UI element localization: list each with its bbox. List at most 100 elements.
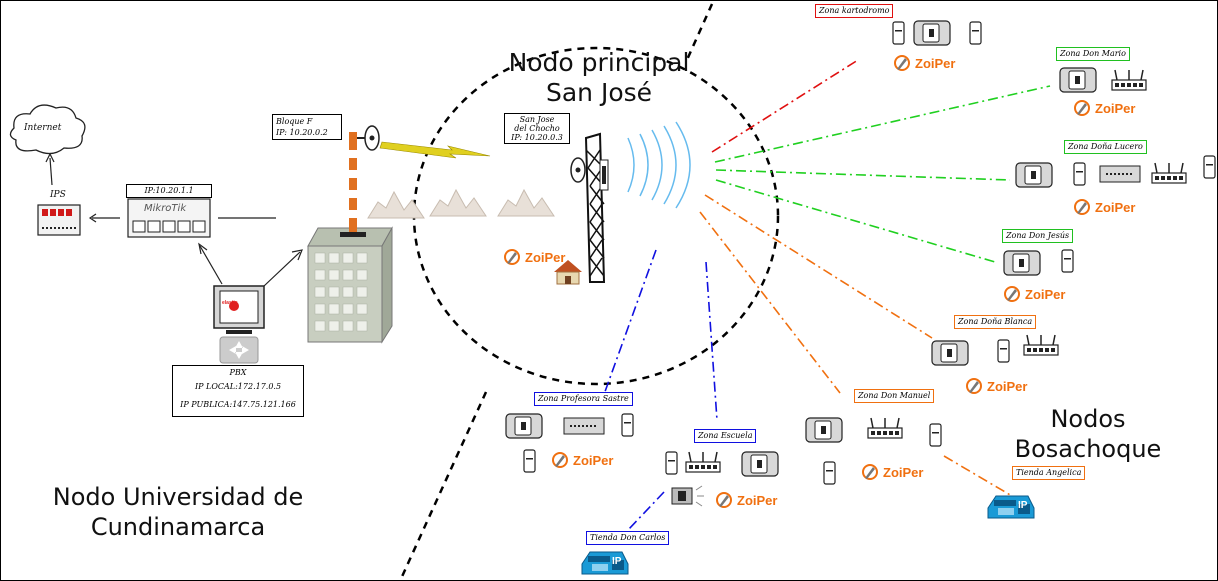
zoiper-label: ZoiPer: [1025, 286, 1066, 302]
mountain-icon: [429, 189, 487, 217]
link-don-mario: [714, 85, 1051, 163]
ata-device-icon: [665, 451, 678, 475]
wifi-router-icon: [1151, 162, 1187, 184]
zone-label-dona-blanca: Zona Doña Blanca: [954, 315, 1037, 329]
pbx-info-box: PBX IP LOCAL:172.17.0.5 IP PUBLICA:147.7…: [172, 365, 304, 417]
zoiper-badge: ZoiPer: [894, 53, 955, 73]
pbx-title: PBX: [229, 368, 247, 377]
wifi-router-icon: [1023, 334, 1059, 356]
link-tienda-don-carlos: [627, 491, 665, 531]
zone-label-escuela: Zona Escuela: [694, 429, 757, 443]
link-profesora-sastre: [601, 249, 657, 401]
zoiper-icon: [1074, 199, 1090, 215]
zoiper-icon: [1074, 100, 1090, 116]
radio-antenna-icon: [913, 20, 951, 46]
pbx-public-ip: IP PUBLICA:147.75.121.166: [180, 400, 296, 409]
zoiper-badge: ZoiPer: [716, 490, 777, 510]
internet-cloud-icon: [9, 104, 86, 155]
title-main-node: Nodo principal San José: [508, 48, 690, 107]
elastix-logo-text: elastix: [222, 300, 238, 306]
radio-antenna-icon: [1015, 162, 1053, 188]
wireless-waves: [627, 121, 691, 209]
ata-device-icon: [997, 339, 1010, 363]
zoiper-badge: ZoiPer: [966, 376, 1027, 396]
zoiper-icon: [966, 378, 982, 394]
zone-label-don-manuel: Zona Don Manuel: [854, 389, 935, 403]
zone-label-tienda-angelica: Tienda Angelica: [1012, 466, 1086, 480]
zoiper-badge: ZoiPer: [1074, 98, 1135, 118]
switch-icon: [1099, 165, 1141, 183]
zoiper-badge: ZoiPer: [504, 247, 565, 267]
zoiper-label: ZoiPer: [525, 249, 566, 265]
zoiper-label: ZoiPer: [573, 452, 614, 468]
title-university-node: Nodo Universidad de Cundinamarca: [52, 483, 304, 541]
link-kartodromo: [711, 59, 859, 153]
link-dona-lucero: [715, 169, 1011, 181]
zoiper-icon: [862, 464, 878, 480]
link-internet: [49, 157, 53, 186]
ata-device-icon: [1061, 249, 1074, 273]
link-don-jesus: [715, 179, 996, 263]
wifi-router-icon: [1111, 69, 1147, 91]
zone-label-don-jesus: Zona Don Jesús: [1002, 229, 1074, 243]
ata-device-icon: [823, 461, 836, 485]
radio-antenna-icon: [1059, 67, 1097, 93]
camera-icon: [671, 485, 704, 507]
ata-device-icon: [1203, 155, 1216, 179]
ata-device-icon: [929, 423, 942, 447]
ips-device-icon: [37, 204, 81, 236]
san-jose-name: San Jose: [519, 115, 555, 124]
ata-device-icon: [892, 21, 905, 45]
ata-device-icon: [621, 413, 634, 437]
ata-device-icon: [523, 449, 536, 473]
tower-bloque-f-icon: [340, 125, 380, 237]
mountain-icon: [367, 191, 425, 219]
region-boundary: [684, 3, 714, 63]
zoiper-icon: [1004, 286, 1020, 302]
san-jose-label: San Jose del Chocho IP: 10.20.0.3: [504, 113, 570, 144]
link-escuela: [705, 261, 718, 421]
ip-phone-label: IP: [612, 556, 622, 567]
zoiper-badge: ZoiPer: [552, 450, 613, 470]
bloque-f-ip: IP: 10.20.0.2: [276, 128, 328, 137]
mikrotik-router-icon: [127, 198, 211, 238]
internet-label: Internet: [24, 123, 62, 133]
zone-label-tienda-don-carlos: Tienda Don Carlos: [586, 531, 670, 545]
zoiper-badge: ZoiPer: [1004, 284, 1065, 304]
radio-antenna-icon: [1003, 250, 1041, 276]
zone-label-dona-lucero: Zona Doña Lucero: [1064, 140, 1147, 154]
zoiper-badge: ZoiPer: [862, 462, 923, 482]
ip-phone-label: IP: [1018, 500, 1028, 511]
region-boundary: [398, 391, 488, 581]
wifi-router-icon: [867, 417, 903, 439]
pbx-server-icon: [213, 285, 265, 364]
link-don-manuel: [699, 211, 841, 394]
radio-antenna-icon: [931, 340, 969, 366]
zoiper-label: ZoiPer: [737, 492, 778, 508]
zoiper-icon: [716, 492, 732, 508]
ips-label: IPS: [50, 190, 66, 200]
san-jose-ip: IP: 10.20.0.3: [511, 133, 563, 142]
link-tienda-angelica: [943, 455, 1013, 497]
wireless-link-bolt: [379, 141, 491, 159]
zone-label-profesora-sastre: Zona Profesora Sastre: [534, 392, 633, 406]
mikrotik-ip-label: IP:10.20.1.1: [126, 184, 212, 198]
mikrotik-brand: MikroTik: [144, 203, 187, 214]
radio-antenna-icon: [741, 451, 779, 477]
zoiper-label: ZoiPer: [915, 55, 956, 71]
zoiper-icon: [552, 452, 568, 468]
mountain-icon: [497, 189, 555, 217]
title-bosachoque-nodes: Nodos Bosachoque: [1014, 405, 1162, 463]
wifi-router-icon: [685, 451, 721, 473]
building-windows: [314, 252, 368, 332]
tower-san-jose-icon: [570, 132, 609, 283]
ata-device-icon: [969, 21, 982, 45]
house-icon: [554, 260, 582, 285]
bloque-f-label: Bloque F IP: 10.20.0.2: [272, 114, 342, 140]
zoiper-icon: [504, 249, 520, 265]
zone-label-kartodromo: Zona kartodromo: [815, 4, 894, 18]
link-dona-blanca: [704, 194, 933, 339]
zoiper-badge: ZoiPer: [1074, 197, 1135, 217]
